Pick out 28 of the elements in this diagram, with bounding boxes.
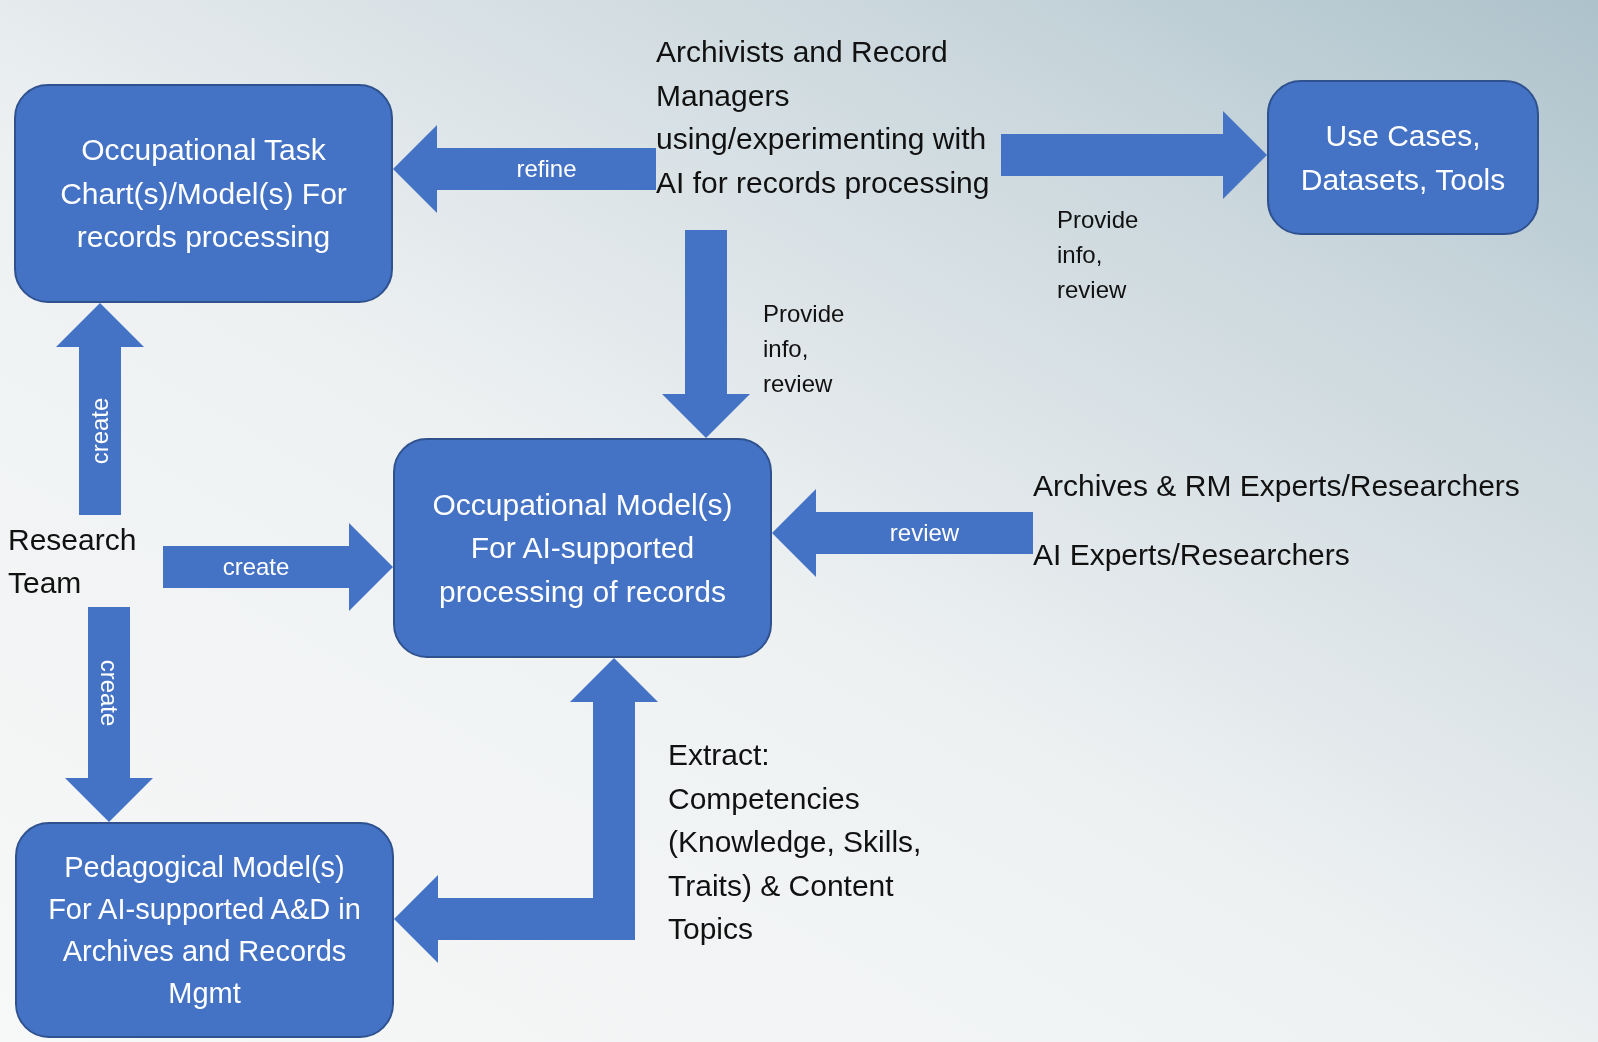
actor-text: Archives & RM Experts/Researchers [1033, 468, 1520, 504]
edge-label: Provide info, review [1057, 205, 1140, 305]
actor-text: Archivists and Record Managers using/experimenting with AI for records processing [656, 34, 991, 201]
block-arrow [394, 658, 658, 963]
box-text: Occupational Model(s) For AI-supported processing of records [431, 486, 734, 610]
box-text: Use Cases, Datasets, Tools [1299, 118, 1507, 198]
edge-label: create [95, 659, 125, 726]
edge-label: create [222, 551, 290, 582]
box-text: Occupational Task Chart(s)/Model(s) For records processing [59, 132, 348, 256]
block-arrow [65, 607, 153, 822]
box-text: Pedagogical Model(s) For AI-supported A&D in Archives and Records Mgmt [47, 849, 362, 1012]
actor-text: AI Experts/Researchers [1033, 536, 1350, 573]
block-arrow [56, 303, 144, 515]
rounded-box [1267, 80, 1539, 235]
rounded-box [14, 84, 393, 303]
actor-text: Research Team [8, 521, 138, 601]
block-arrow [662, 230, 750, 438]
block-arrow [163, 523, 393, 611]
edge-label: create [84, 397, 114, 465]
edge-label: refine [516, 153, 577, 184]
block-arrow [393, 125, 656, 213]
edge-label: review [889, 517, 960, 548]
block-arrow [1001, 111, 1267, 199]
rounded-box [15, 822, 394, 1038]
edge-label: Extract: Competencies (Knowledge, Skills, Traits) & Content Topics [668, 737, 923, 947]
block-arrow [772, 489, 1033, 577]
edge-label: Provide info, review [763, 299, 846, 399]
rounded-box [393, 438, 772, 658]
